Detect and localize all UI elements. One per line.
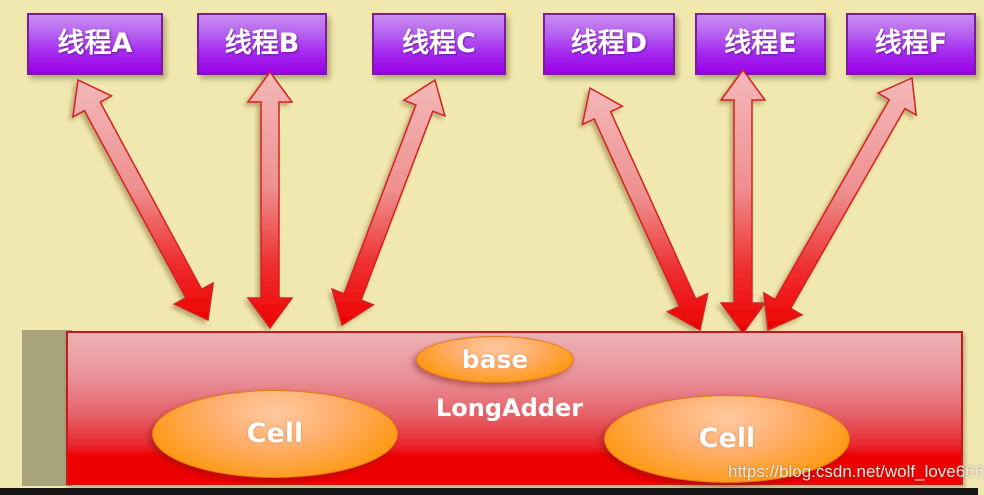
arrow-thread-c xyxy=(330,78,447,327)
arrow-thread-b xyxy=(246,70,294,330)
thread-a-box: 线程A xyxy=(27,13,163,75)
arrow-thread-e xyxy=(719,68,767,335)
watermark: https://blog.csdn.net/wolf_love666 xyxy=(728,462,984,481)
arrow-thread-f xyxy=(762,76,918,332)
container-shadow xyxy=(22,330,72,486)
bottom-bar xyxy=(0,488,978,495)
thread-d-box: 线程D xyxy=(543,13,675,75)
cell-1: Cell xyxy=(152,390,398,478)
cell-2: Cell xyxy=(604,395,850,483)
arrow-thread-d xyxy=(581,86,709,332)
thread-b-box: 线程B xyxy=(197,13,327,75)
base-field: base xyxy=(416,336,574,383)
thread-c-box: 线程C xyxy=(372,13,506,75)
thread-f-box: 线程F xyxy=(846,13,976,75)
longadder-label: LongAdder xyxy=(436,394,584,422)
arrow-thread-a xyxy=(71,78,215,322)
thread-e-box: 线程E xyxy=(695,13,826,75)
